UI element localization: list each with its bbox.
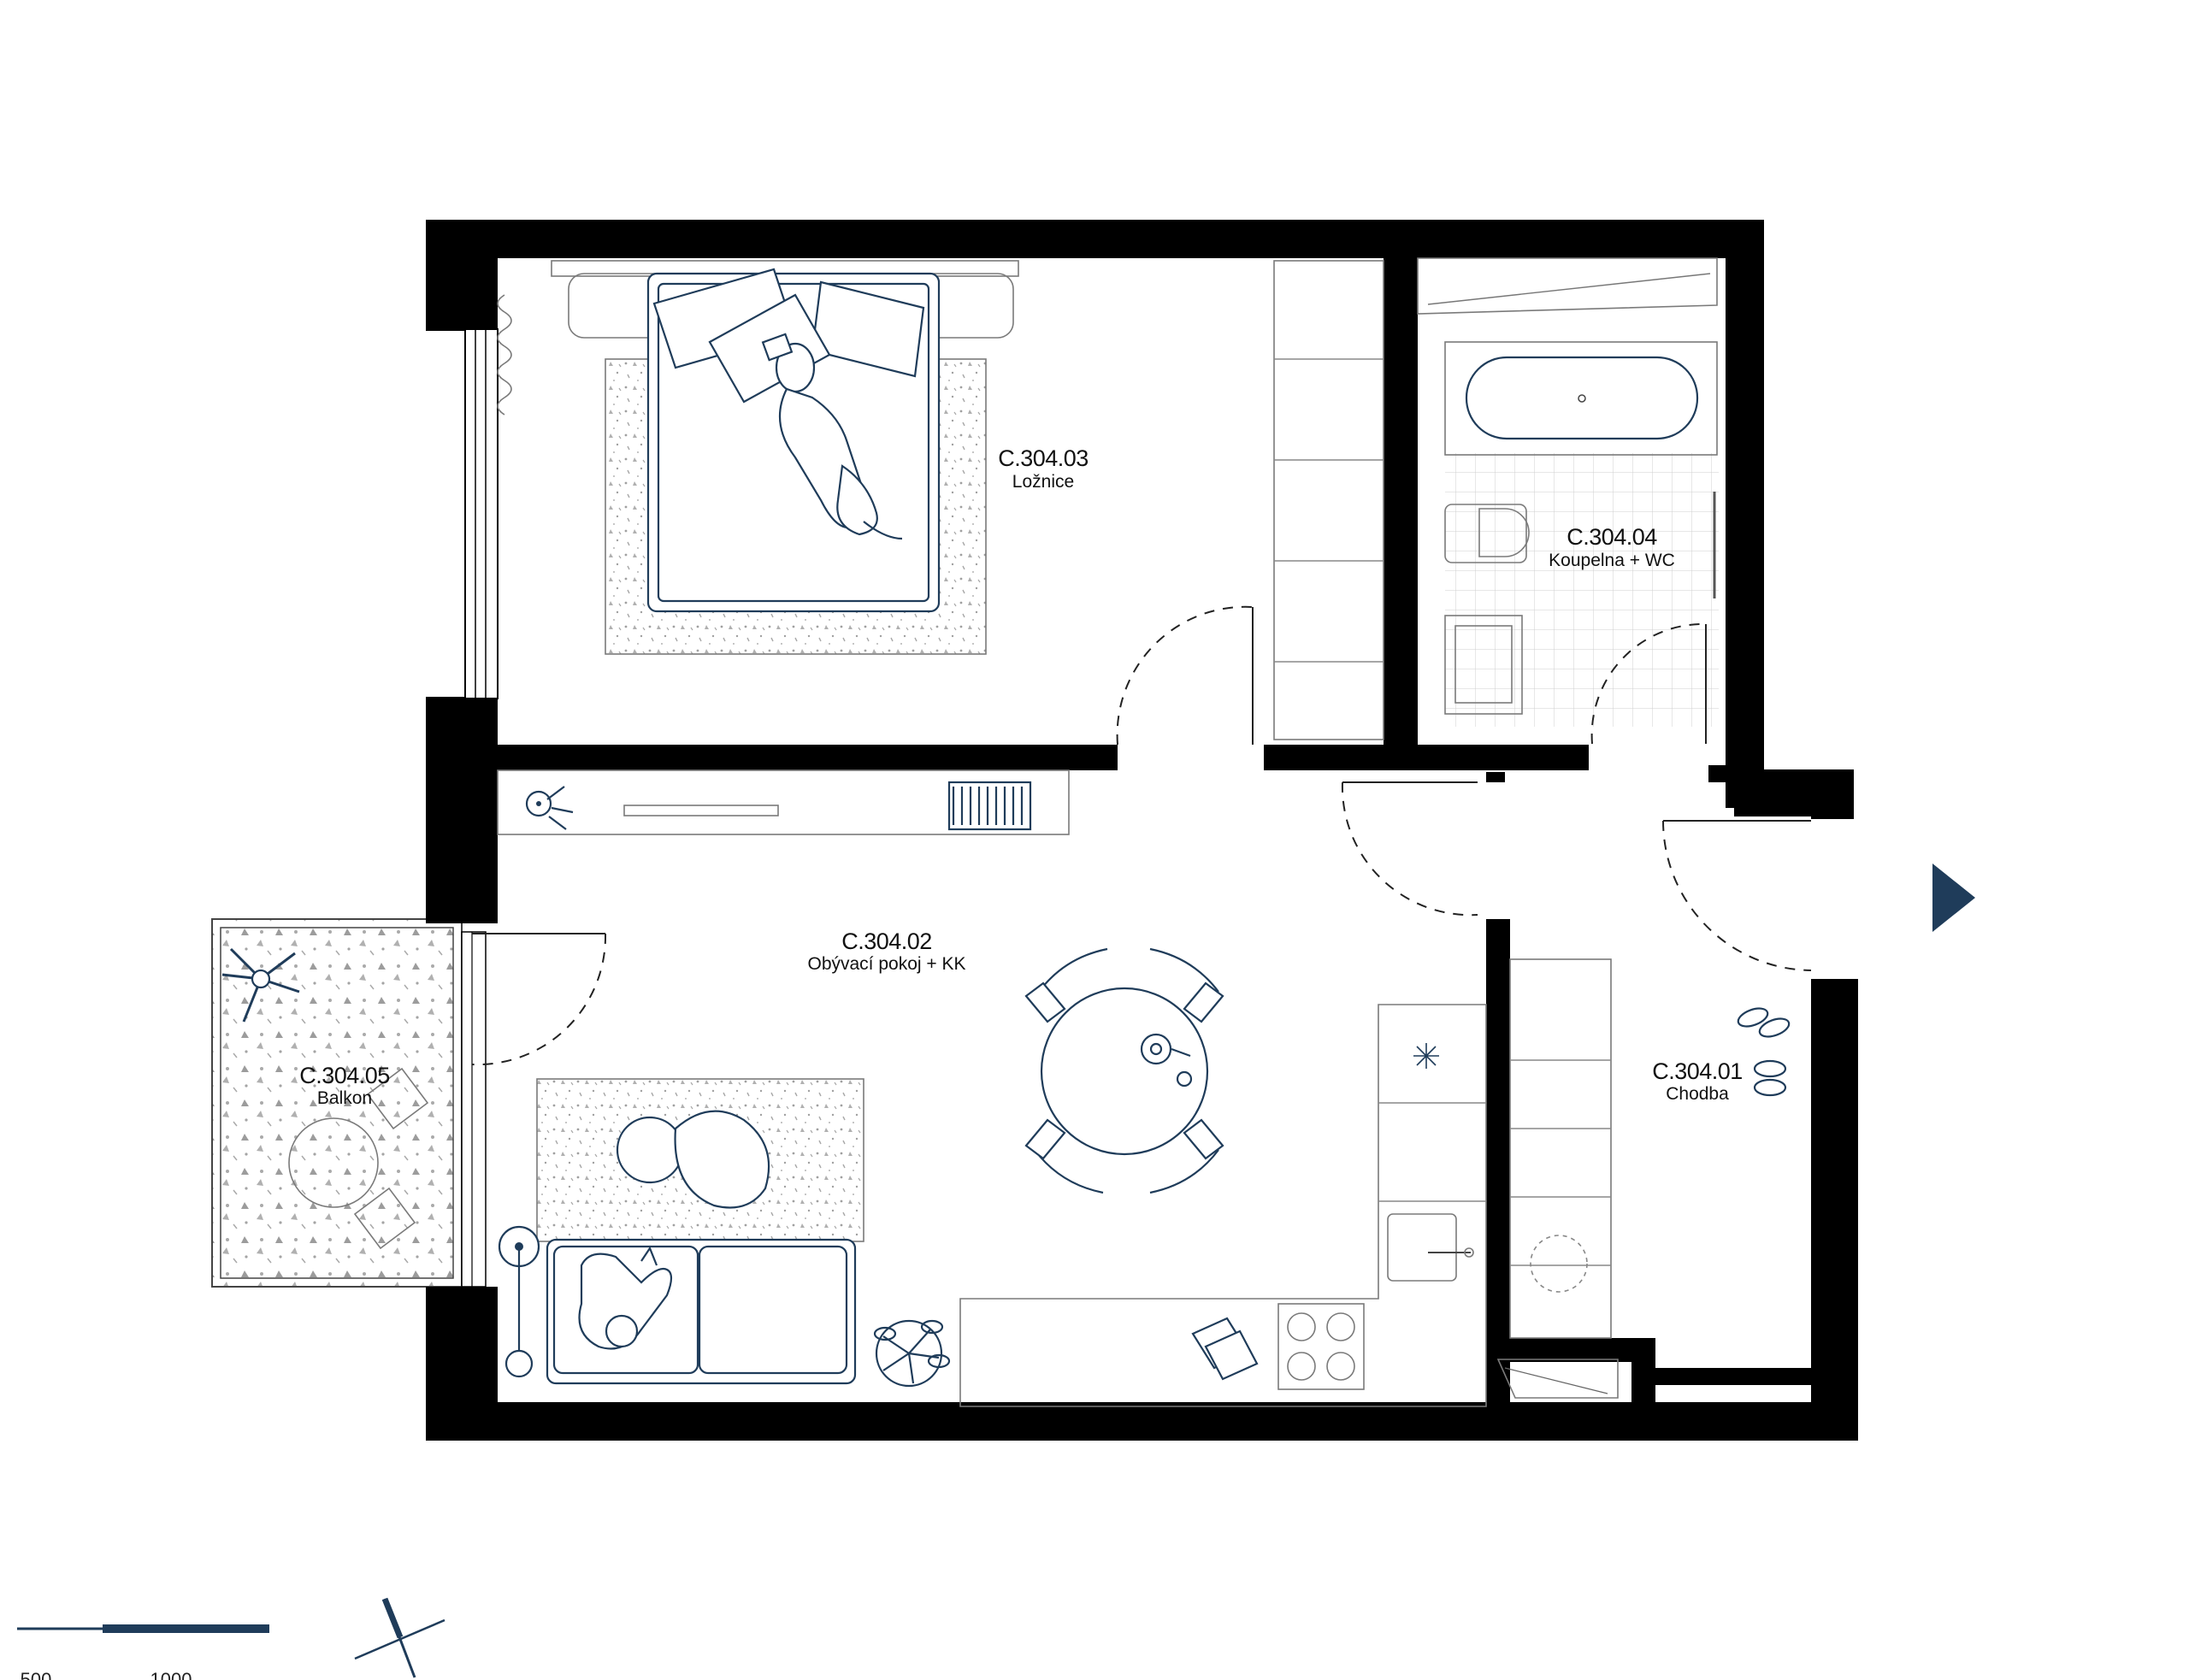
scale-bar: 500 1000	[17, 1624, 269, 1680]
balcony-railing	[220, 927, 454, 1279]
washing-machine	[1530, 1235, 1588, 1293]
room-label-bedroom: C.304.03 Ložnice	[998, 445, 1089, 492]
balcony-chair	[353, 1187, 416, 1250]
room-name: Balkon	[317, 1088, 372, 1108]
sofa	[546, 1238, 857, 1385]
books-icon	[947, 781, 1032, 831]
cooktop	[1277, 1303, 1365, 1390]
kitchen-sink	[1387, 1213, 1457, 1282]
floor-lamp-icon	[498, 1225, 540, 1378]
room-code: C.304.03	[998, 445, 1089, 471]
room-label-hallway: C.304.01 Chodba	[1652, 1058, 1743, 1104]
room-label-living: C.304.02 Obývací pokoj + KK	[807, 928, 965, 974]
room-name: Obývací pokoj + KK	[807, 954, 965, 974]
balcony-chair	[366, 1067, 429, 1130]
bedroom-furniture	[497, 260, 1384, 740]
windows	[461, 328, 1856, 1288]
cookbook-icon	[1191, 1317, 1259, 1381]
room-label-balcony: C.304.05 Balkon	[299, 1063, 390, 1108]
room-label-bathroom: C.304.04 Koupelna + WC	[1549, 524, 1675, 570]
hallway-furniture	[1496, 958, 1791, 1399]
person-sitting-icon	[578, 1253, 673, 1350]
beanbag	[674, 1110, 770, 1209]
pillow	[811, 280, 925, 378]
living-furniture	[497, 769, 1487, 1407]
bathroom-tile-floor	[1445, 453, 1719, 727]
room-code: C.304.01	[1652, 1058, 1743, 1084]
toilet	[1444, 504, 1527, 563]
room-code: C.304.05	[299, 1063, 390, 1088]
person-reading-icon	[761, 333, 903, 540]
washbasin	[1444, 615, 1523, 715]
balcony-furniture	[221, 947, 429, 1250]
room-name: Chodba	[1666, 1084, 1729, 1104]
kitchen-counter	[959, 1004, 1487, 1407]
vinyl-plant-icon	[525, 786, 574, 830]
bathtub	[1444, 341, 1718, 456]
north-arrow-icon	[354, 1597, 445, 1678]
scale-label-500: 500	[21, 1669, 52, 1680]
balcony-table	[288, 1117, 379, 1208]
dining-table	[1024, 947, 1224, 1194]
scale-label-1000: 1000	[150, 1669, 192, 1680]
room-name: Ložnice	[1012, 472, 1074, 492]
entrance-arrow-icon	[1932, 864, 1975, 932]
room-name: Koupelna + WC	[1549, 551, 1675, 570]
door-swings	[471, 605, 1812, 1066]
balcony-plant-icon	[221, 947, 300, 1023]
plant-icon	[873, 1319, 951, 1388]
bathroom-fixtures	[1417, 257, 1718, 715]
room-code: C.304.02	[841, 928, 932, 954]
pouf	[616, 1116, 684, 1184]
walls	[426, 220, 1858, 1441]
bathtub-basin	[1465, 356, 1699, 440]
slippers-icon	[1737, 1007, 1791, 1097]
room-code: C.304.04	[1567, 524, 1657, 550]
extractor-icon	[1413, 1043, 1439, 1069]
